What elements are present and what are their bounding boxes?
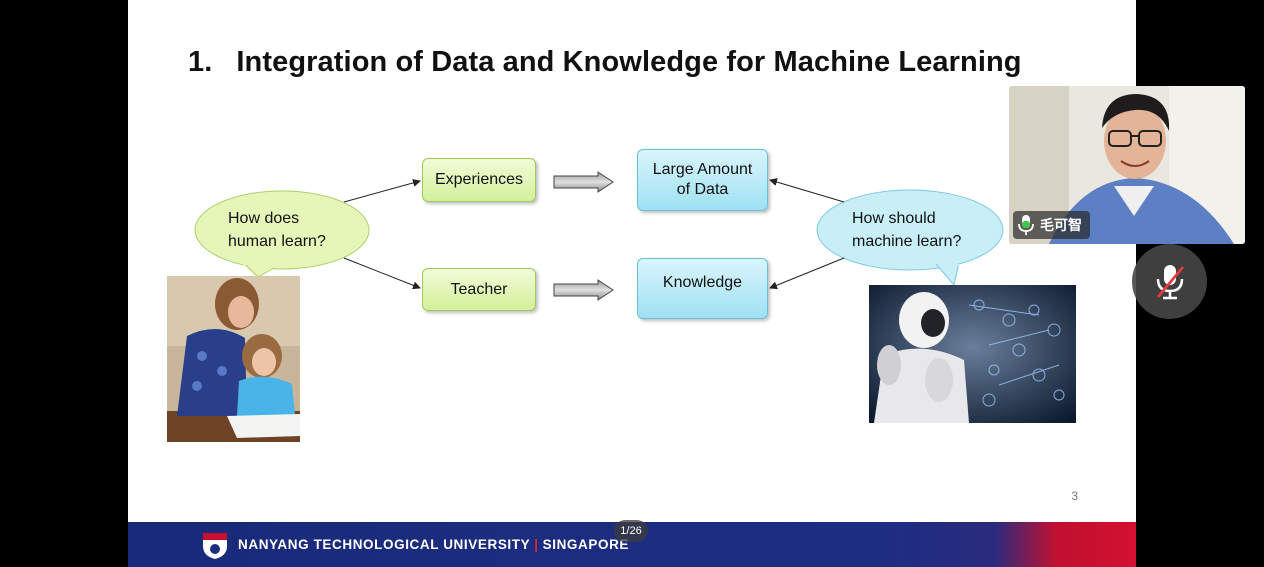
footer-university-text: NANYANG TECHNOLOGICAL UNIVERSITY|SINGAPO…: [238, 537, 629, 552]
presentation-slide: 1. Integration of Data and Knowledge for …: [128, 0, 1136, 567]
teacher-box: Teacher: [422, 268, 536, 311]
page-indicator[interactable]: 1/26: [614, 520, 648, 542]
slide-footer: NANYANG TECHNOLOGICAL UNIVERSITY|SINGAPO…: [128, 520, 1136, 567]
block-arrow-experiences: [553, 171, 614, 193]
footer-location: SINGAPORE: [542, 537, 630, 552]
robot-photo: [869, 285, 1076, 423]
experiences-box: Experiences: [422, 158, 536, 202]
ntu-crest-icon: [203, 533, 227, 559]
human-bubble-line2: human learn?: [228, 233, 326, 250]
machine-bubble-line1: How should: [852, 210, 936, 227]
mute-microphone-button[interactable]: [1132, 244, 1207, 319]
footer-separator: |: [534, 537, 539, 552]
machine-bubble-line2: machine learn?: [852, 233, 962, 250]
machine-speech-bubble: [816, 189, 1004, 287]
human-bubble-line1: How does: [228, 210, 300, 227]
mic-active-icon: [1018, 215, 1034, 235]
large-data-line1: Large Amount: [652, 161, 753, 178]
large-data-line2: of Data: [676, 181, 729, 198]
slide-page-number: 3: [1071, 489, 1078, 503]
participant-video[interactable]: 毛可智: [1009, 86, 1245, 244]
title-text: Integration of Data and Knowledge for Ma…: [236, 46, 1022, 78]
footer-university: NANYANG TECHNOLOGICAL UNIVERSITY: [238, 537, 531, 552]
teacher-child-photo: [167, 276, 300, 442]
participant-name-tag: 毛可智: [1013, 211, 1090, 239]
participant-name: 毛可智: [1040, 217, 1082, 233]
diagram-connectors: [194, 171, 1004, 301]
machine-bubble-text: How should machine learn?: [852, 207, 961, 253]
knowledge-box: Knowledge: [637, 258, 768, 319]
large-data-box: Large Amount of Data: [637, 149, 768, 211]
human-bubble-text: How does human learn?: [228, 207, 326, 253]
slide-title: 1. Integration of Data and Knowledge for …: [188, 46, 1022, 79]
block-arrow-teacher: [553, 279, 614, 301]
title-number: 1.: [188, 46, 213, 78]
mic-muted-icon: [1156, 264, 1184, 299]
